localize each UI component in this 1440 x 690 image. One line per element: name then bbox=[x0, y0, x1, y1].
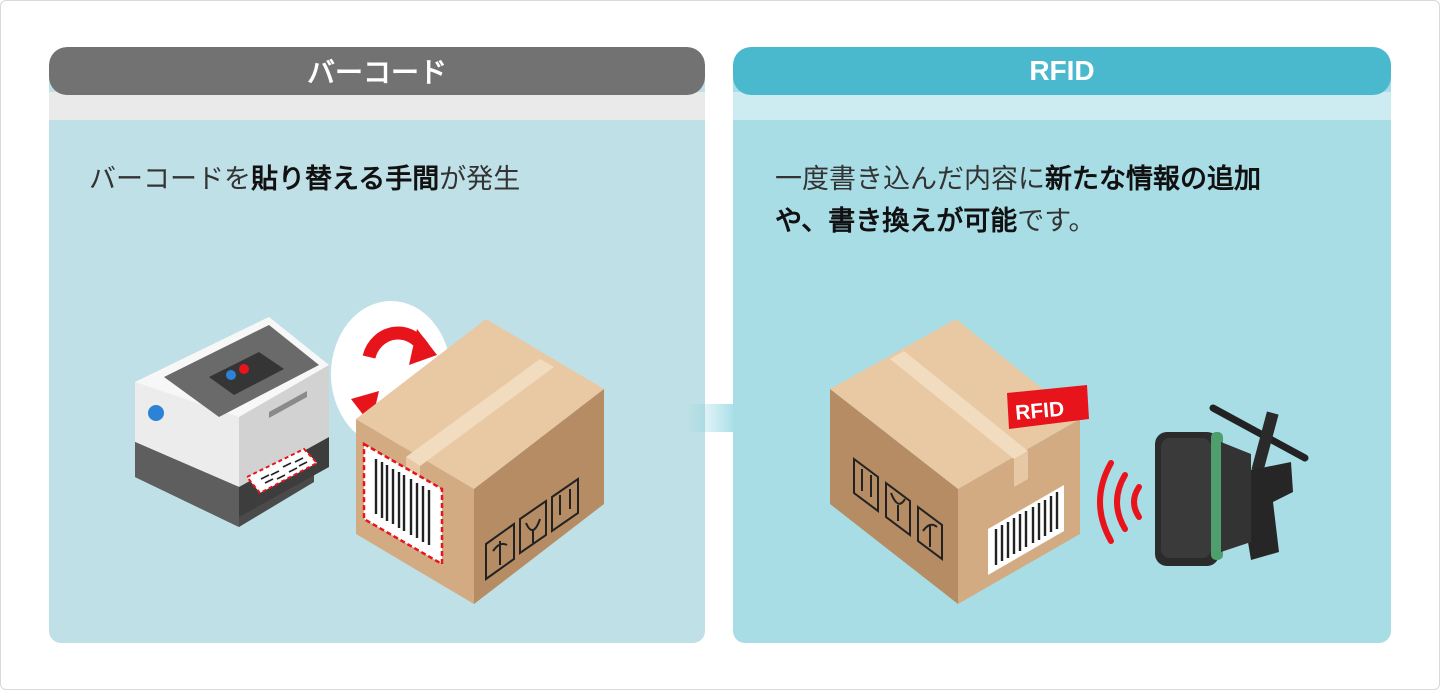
rfid-description: 一度書き込んだ内容に新たな情報の追加や、書き換えが可能です。 bbox=[775, 159, 1375, 243]
radio-waves-icon bbox=[1097, 460, 1142, 544]
barcode-desc-bold: 貼り替える手間 bbox=[251, 164, 440, 195]
barcode-panel: バーコード バーコードを貼り替える手間が発生 bbox=[49, 47, 705, 643]
rfid-header: RFID bbox=[733, 47, 1391, 95]
rfid-tag-label: RFID bbox=[1014, 398, 1065, 425]
cardboard-box-icon bbox=[356, 319, 604, 604]
printer-icon bbox=[135, 317, 329, 527]
barcode-header-band bbox=[49, 92, 705, 120]
rfid-desc-bold2: や、書き換えが可能 bbox=[775, 206, 1018, 237]
rfid-title: RFID bbox=[1029, 55, 1095, 86]
barcode-desc-post: が発生 bbox=[439, 164, 521, 195]
rfid-header-band bbox=[733, 92, 1391, 120]
rfid-desc-pre: 一度書き込んだ内容に bbox=[775, 164, 1045, 195]
rfid-panel: RFID 一度書き込んだ内容に新たな情報の追加や、書き換えが可能です。 bbox=[733, 47, 1391, 643]
barcode-header: バーコード bbox=[49, 47, 705, 95]
rfid-desc-bold1: 新たな情報の追加 bbox=[1045, 164, 1261, 195]
cardboard-box-icon bbox=[830, 319, 1080, 604]
rfid-desc-post: です。 bbox=[1017, 206, 1096, 237]
barcode-title: バーコード bbox=[306, 56, 447, 89]
rfid-tag-icon: RFID bbox=[1007, 385, 1089, 429]
barcode-desc-pre: バーコードを bbox=[89, 164, 251, 195]
rfid-reader-icon bbox=[1155, 404, 1309, 566]
barcode-description: バーコードを貼り替える手間が発生 bbox=[89, 159, 689, 201]
